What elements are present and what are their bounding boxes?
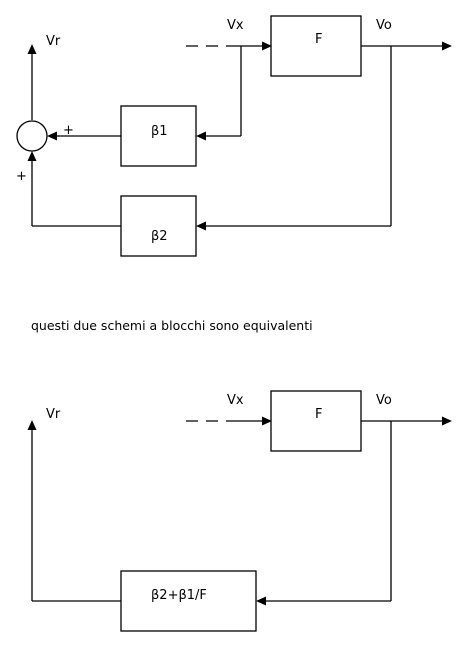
vr-label-1: Vr bbox=[46, 34, 61, 49]
beta2-input-arrowhead bbox=[196, 221, 206, 231]
feedback-block-combined bbox=[120, 570, 257, 632]
sum-input-arrowhead-2 bbox=[27, 151, 37, 161]
feedback-input-arrowhead bbox=[256, 596, 266, 606]
forward-block-f-1 bbox=[270, 15, 362, 77]
vx-label-1: Vx bbox=[227, 18, 244, 33]
feedback-block-beta1-label: β1 bbox=[151, 124, 168, 139]
vo-label-2: Vo bbox=[376, 393, 392, 408]
forward-block-f-label-2: F bbox=[315, 407, 322, 422]
forward-block-f-label-1: F bbox=[315, 32, 322, 47]
vr-arrowhead-2 bbox=[27, 420, 37, 430]
beta1-input-arrowhead bbox=[196, 131, 206, 141]
sum-input-arrowhead-1 bbox=[47, 131, 57, 141]
diagram-1: Vr Vx F Vo β1 + β2 bbox=[16, 15, 452, 257]
feedback-block-beta1 bbox=[120, 105, 197, 167]
vo-arrowhead-2 bbox=[442, 416, 452, 426]
diagram-2: Vr Vx F Vo β2+β1/F bbox=[27, 390, 452, 632]
vo-label-1: Vo bbox=[376, 18, 392, 33]
forward-block-f-2 bbox=[270, 390, 362, 452]
sum-sign-plus-1: + bbox=[63, 123, 74, 138]
vx-label-2: Vx bbox=[227, 393, 244, 408]
vo-arrowhead-1 bbox=[442, 41, 452, 51]
sum-sign-plus-2: + bbox=[16, 169, 27, 184]
vx-arrowhead-2 bbox=[262, 416, 272, 426]
vr-label-2: Vr bbox=[46, 407, 61, 422]
caption-text: questi due schemi a blocchi sono equival… bbox=[31, 318, 313, 333]
feedback-block-combined-label: β2+β1/F bbox=[151, 588, 207, 603]
vx-arrowhead-1 bbox=[262, 41, 272, 51]
summing-junction bbox=[16, 120, 48, 152]
vr-arrowhead-1 bbox=[27, 44, 37, 54]
feedback-block-beta2-label: β2 bbox=[151, 229, 168, 244]
feedback-block-beta2 bbox=[120, 195, 197, 257]
